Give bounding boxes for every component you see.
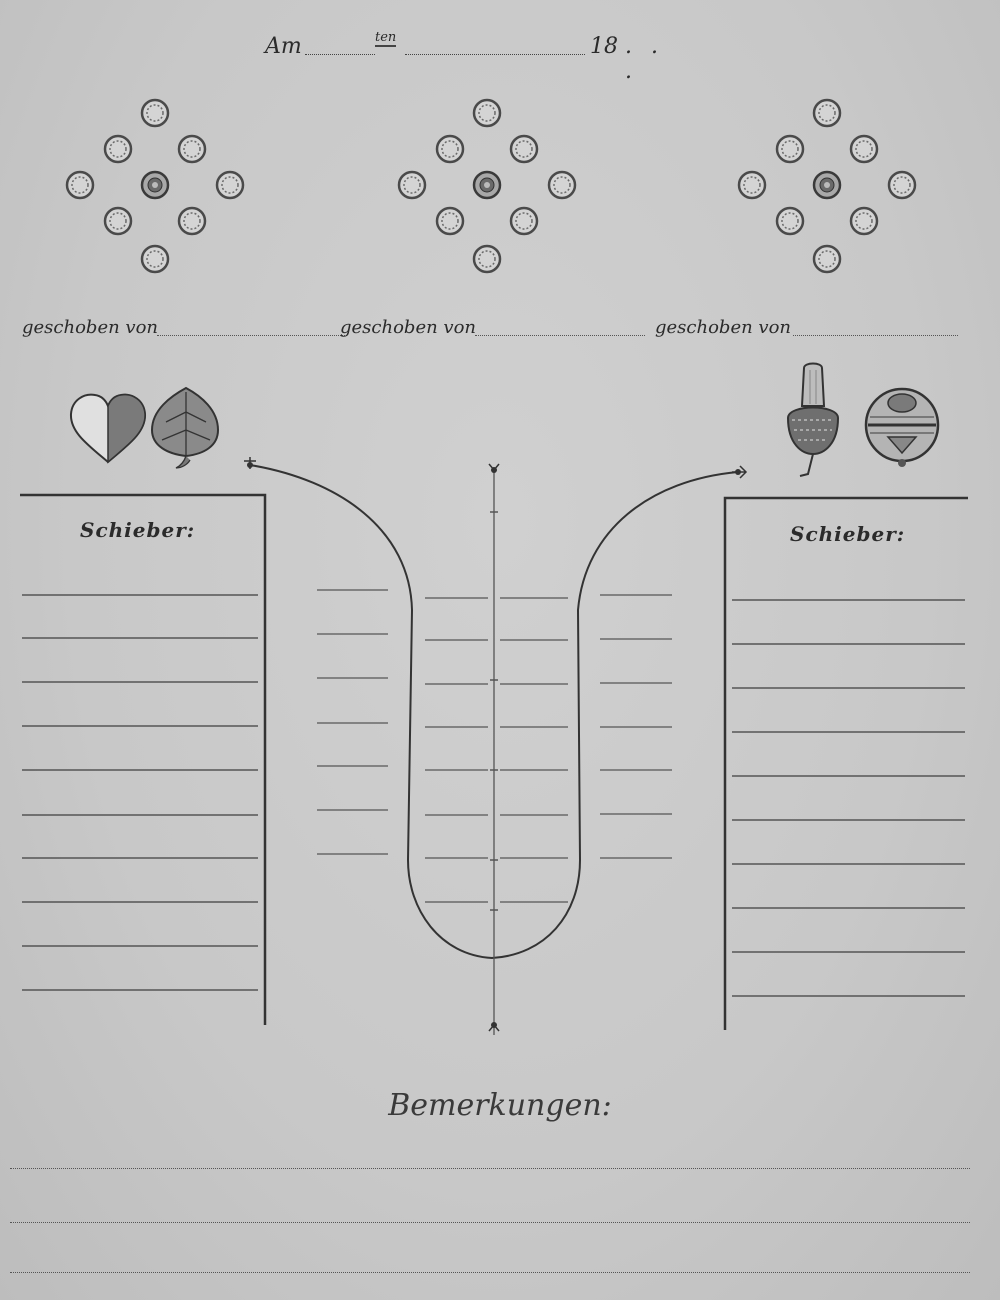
remark-line-2[interactable] <box>10 1222 970 1223</box>
dot-diagram-1[interactable] <box>65 98 245 274</box>
dot-center[interactable] <box>472 170 502 200</box>
date-day-field[interactable] <box>305 54 375 55</box>
dot-right[interactable] <box>887 170 917 200</box>
dot-upper-right[interactable] <box>177 134 207 164</box>
score-diagram <box>20 457 968 1035</box>
year-label: 18 <box>590 34 618 59</box>
dot-lower-left[interactable] <box>435 206 465 236</box>
ten-label: ten <box>375 30 397 47</box>
dot-upper-right[interactable] <box>849 134 879 164</box>
pushed-by-label: geschoben von <box>340 317 477 338</box>
dot-right[interactable] <box>547 170 577 200</box>
dot-left[interactable] <box>65 170 95 200</box>
leaf-icon <box>150 386 220 469</box>
pushed-by-field[interactable] <box>475 335 645 336</box>
dot-lower-right[interactable] <box>177 206 207 236</box>
pushed-by-row: geschoben von geschoben von geschoben vo… <box>0 315 1000 345</box>
pushed-by-label: geschoben von <box>22 317 159 338</box>
acorn-icon <box>786 362 840 477</box>
year-ellipsis: . . . <box>625 34 664 84</box>
dot-left[interactable] <box>737 170 767 200</box>
pushed-by-label: geschoben von <box>655 317 792 338</box>
dot-center[interactable] <box>140 170 170 200</box>
dot-center[interactable] <box>812 170 842 200</box>
am-label: Am <box>265 34 302 59</box>
left-scorebox-title: Schieber: <box>80 518 196 542</box>
right-scorebox-title: Schieber: <box>790 522 906 546</box>
remark-line-3[interactable] <box>10 1272 970 1273</box>
dot-left[interactable] <box>397 170 427 200</box>
dot-top[interactable] <box>812 98 842 128</box>
date-month-field[interactable] <box>405 54 585 55</box>
dot-lower-right[interactable] <box>509 206 539 236</box>
dot-diagram-2[interactable] <box>397 98 577 274</box>
dot-bottom[interactable] <box>140 244 170 274</box>
dot-upper-left[interactable] <box>775 134 805 164</box>
date-header: Am ten 18 . . . <box>265 30 685 84</box>
dot-bottom[interactable] <box>472 244 502 274</box>
dot-upper-right[interactable] <box>509 134 539 164</box>
dot-lower-right[interactable] <box>849 206 879 236</box>
remark-line-1[interactable] <box>10 1168 970 1169</box>
bell-icon <box>864 387 940 467</box>
dot-diagrams <box>65 98 917 274</box>
dot-right[interactable] <box>215 170 245 200</box>
heart-icon <box>69 393 147 464</box>
pushed-by-field[interactable] <box>157 335 347 336</box>
dot-lower-left[interactable] <box>103 206 133 236</box>
dot-top[interactable] <box>472 98 502 128</box>
dot-lower-left[interactable] <box>775 206 805 236</box>
remarks-title: Bemerkungen: <box>388 1088 612 1123</box>
pushed-by-field[interactable] <box>793 335 958 336</box>
dot-bottom[interactable] <box>812 244 842 274</box>
dot-upper-left[interactable] <box>435 134 465 164</box>
dot-diagram-3[interactable] <box>737 98 917 274</box>
dot-upper-left[interactable] <box>103 134 133 164</box>
dot-top[interactable] <box>140 98 170 128</box>
